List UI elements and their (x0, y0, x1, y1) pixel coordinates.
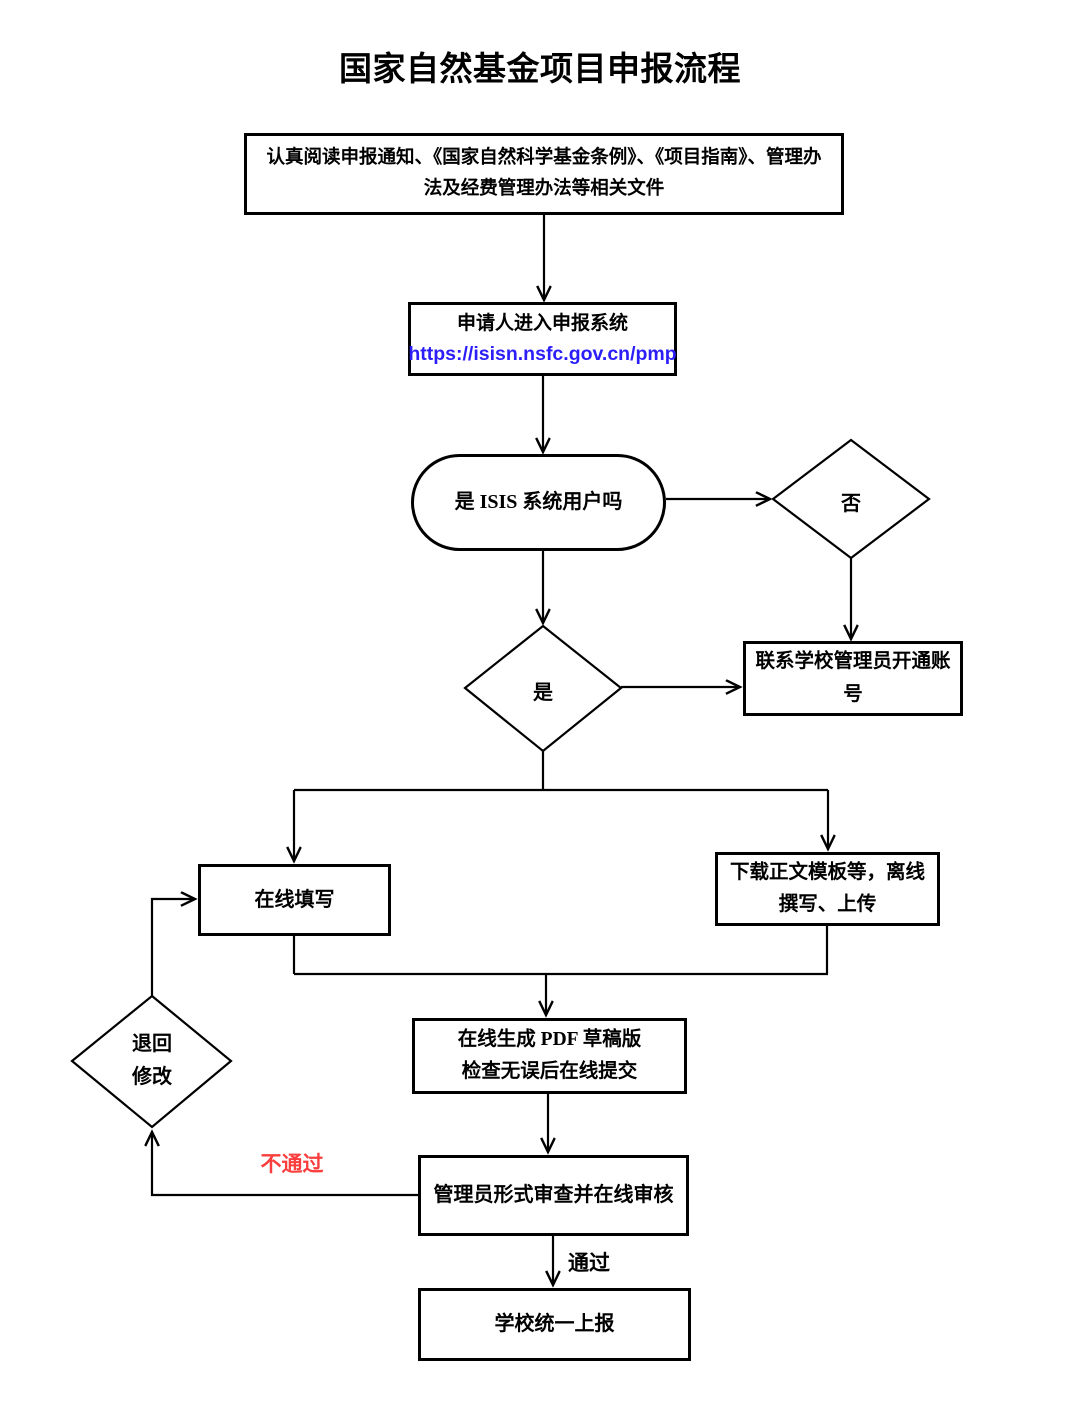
node-enter-application-system: 申请人进入申报系统 https://isisn.nsfc.gov.cn/pmp (408, 302, 677, 376)
node-download-template-line1: 下载正文模板等，离线 (729, 861, 925, 883)
node-contact-school-admin: 联系学校管理员开通账 号 (743, 641, 963, 716)
node-admin-review: 管理员形式审查并在线审核 (418, 1155, 689, 1236)
node-is-isis-user-label: 是 ISIS 系统用户吗 (454, 491, 623, 513)
edge-review-fail-to-return (152, 1132, 418, 1197)
node-contact-school-admin-line2: 号 (843, 683, 863, 705)
node-download-template-line2: 撰写、上传 (778, 894, 877, 915)
node-read-documents-line2: 法及经费管理办法等相关文件 (423, 179, 665, 199)
node-contact-school-admin-line1: 联系学校管理员开通账 (755, 651, 951, 673)
decision-return-modify-label: 退回 修改 (102, 1028, 202, 1094)
decision-shapes (70, 438, 931, 1129)
node-download-template-offline: 下载正文模板等，离线 撰写、上传 (715, 852, 940, 926)
system-url-link[interactable]: https://isisn.nsfc.gov.cn/pmp (408, 343, 677, 366)
edges (152, 215, 851, 1285)
node-generate-pdf-submit: 在线生成 PDF 草稿版 检查无误后在线提交 (412, 1018, 687, 1094)
decision-no-shape (771, 438, 931, 560)
node-school-submit: 学校统一上报 (418, 1288, 691, 1361)
decision-return-line1: 退回 (132, 1033, 172, 1055)
decision-yes-shape (463, 624, 623, 753)
page-title: 国家自然基金项目申报流程 (339, 52, 741, 88)
node-read-documents: 认真阅读申报通知、《国家自然科学基金条例》、《项目指南》、管理办 法及经费管理办… (244, 133, 844, 215)
node-generate-pdf-line2: 检查无误后在线提交 (461, 1061, 638, 1082)
decision-yes-label: 是 (533, 682, 553, 704)
node-read-documents-line1: 认真阅读申报通知、《国家自然科学基金条例》、《项目指南》、管理办 (266, 148, 822, 169)
node-fill-online-label: 在线填写 (254, 888, 335, 911)
edge-label-fail: 不通过 (260, 1152, 324, 1176)
node-fill-online: 在线填写 (198, 864, 391, 936)
edge-label-pass: 通过 (568, 1251, 610, 1275)
decision-return-line2: 修改 (132, 1066, 172, 1088)
node-enter-application-system-label: 申请人进入申报系统 (456, 312, 628, 334)
decision-no-label: 否 (841, 493, 861, 515)
node-is-isis-user: 是 ISIS 系统用户吗 (411, 454, 666, 551)
decision-return-shape (70, 994, 233, 1129)
node-generate-pdf-line1: 在线生成 PDF 草稿版 (457, 1028, 642, 1050)
node-school-submit-label: 学校统一上报 (494, 1313, 615, 1335)
node-admin-review-label: 管理员形式审查并在线审核 (433, 1184, 674, 1206)
edge-return-to-fillonline (150, 899, 195, 996)
